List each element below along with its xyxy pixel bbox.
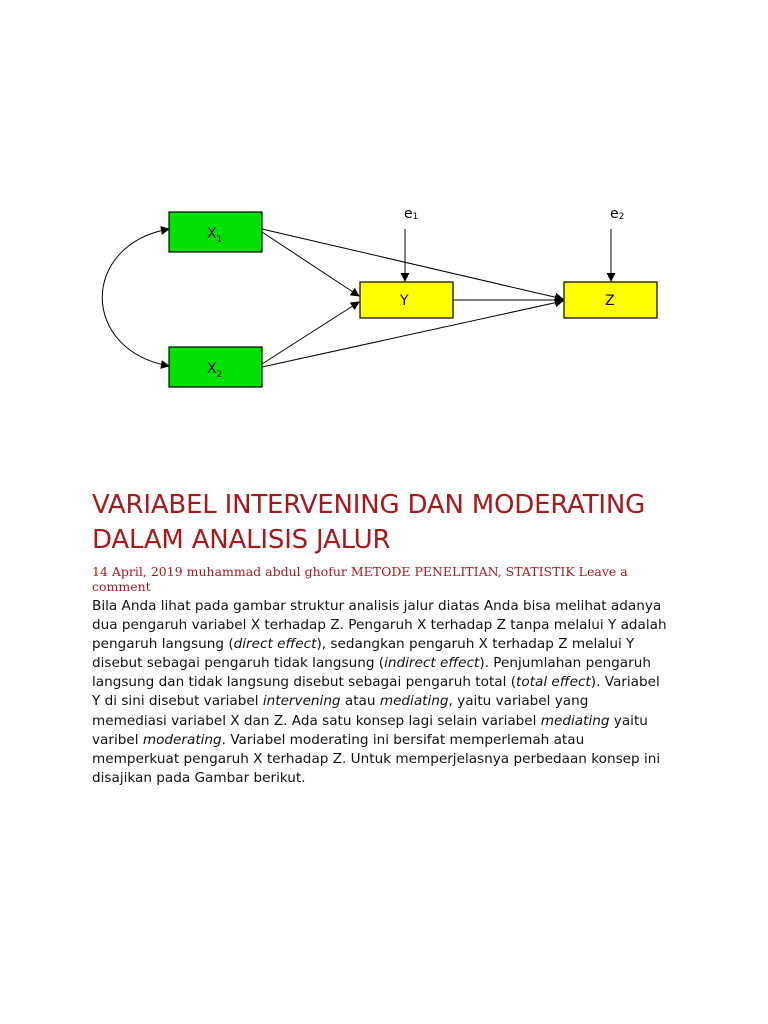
term-indirect-effect: indirect effect: [384, 655, 480, 672]
node-y-box: [359, 281, 454, 319]
post-meta: 14 April, 2019 muhammad abdul ghofur MET…: [92, 564, 628, 594]
error-e1-label: e1: [404, 206, 418, 222]
error-e2-label: e2: [610, 206, 624, 222]
node-z-box: [563, 281, 658, 319]
arrow-x1-to-z: [261, 228, 564, 302]
correlation-x1-x2: [101, 226, 170, 369]
article-title: VARIABEL INTERVENING DAN MODERATING DALA…: [92, 490, 646, 555]
term-mediating: mediating: [379, 693, 449, 710]
path-analysis-diagram: X1 X2 Y Z e1 e2: [101, 206, 658, 388]
node-x2-box: [168, 346, 263, 388]
arrow-x2-to-z: [261, 298, 564, 368]
arrow-x1-to-y: [261, 231, 360, 297]
node-x1-box: [168, 211, 263, 253]
node-z-label: Z: [605, 293, 615, 309]
arrow-x2-to-y: [261, 301, 360, 365]
term-total-effect: total effect: [516, 674, 591, 691]
term-moderating: moderating: [142, 731, 222, 748]
term-mediating: mediating: [540, 712, 610, 729]
article-body: Bila Anda lihat pada gambar struktur ana…: [92, 598, 667, 786]
node-x1-label: X1: [207, 226, 222, 245]
node-y-label: Y: [399, 293, 409, 309]
term-direct-effect: direct effect: [233, 636, 317, 653]
term-intervening: intervening: [262, 693, 341, 710]
node-x2-label: X2: [207, 361, 222, 380]
